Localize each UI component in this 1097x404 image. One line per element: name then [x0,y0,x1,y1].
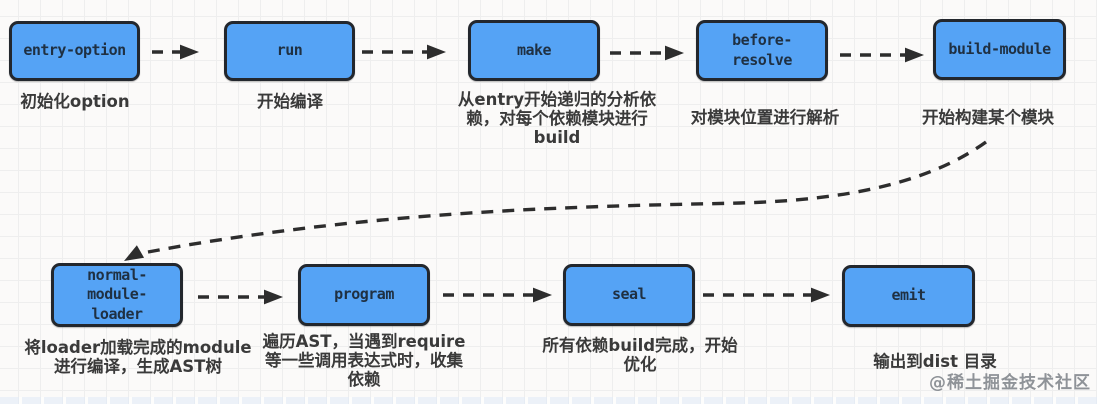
caption-program: 遍历AST，当遇到require 等一些调用表达式时，收集 依赖 [262,332,466,390]
caption-emit: 输出到dist 目录 [873,352,997,371]
node-label: normal- module- loader [87,265,147,323]
node-entry-option: entry-option [9,21,140,81]
dashed-arrow-program-to-seal [443,287,552,303]
node-label: emit [891,286,926,305]
caption-normal-module-loader: 将loader加载完成的module 进行编译，生成AST树 [24,338,252,377]
node-label: program [334,285,394,304]
node-program: program [298,264,430,326]
dashed-arrow-run-to-make [362,44,446,60]
caption-before-resolve: 对模块位置进行解析 [690,108,840,127]
node-label: before- resolve [732,31,792,69]
node-seal: seal [563,264,695,326]
node-label: run [276,41,303,60]
dashed-arrow-entry-option-to-run [152,44,199,60]
node-label: seal [611,285,647,304]
node-emit: emit [842,265,975,327]
dashed-arrow-seal-to-emit [703,287,830,303]
node-normal-module-loader: normal- module- loader [51,263,183,327]
node-make: make [468,20,600,81]
dashed-arrow-normal-module-loader-to-program [198,289,283,305]
bottom-strip-decoration [0,397,1097,404]
caption-build-module: 开始构建某个模块 [922,108,1054,127]
dashed-curve-arrow-build-module-to-normal-module-loader [124,140,987,261]
node-label: build-module [948,39,1051,58]
node-label: entry-option [23,41,126,60]
dashed-arrow-before-resolve-to-build-module [840,47,924,63]
node-run: run [224,21,355,81]
caption-seal: 所有依赖build完成，开始 优化 [542,336,738,375]
node-build-module: build-module [933,19,1066,80]
caption-make: 从entry开始递归的分析依 赖，对每个依赖模块进行 build [457,90,657,148]
dashed-arrow-make-to-before-resolve [610,45,684,61]
node-label: make [516,40,552,59]
caption-entry-option: 初始化option [20,92,130,111]
node-before-resolve: before- resolve [696,20,828,81]
watermark: @稀土掘金技术社区 [929,373,1091,393]
caption-run: 开始编译 [257,92,323,111]
